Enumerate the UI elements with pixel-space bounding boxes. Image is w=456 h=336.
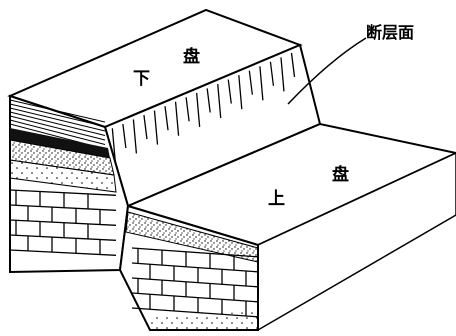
footwall-limestone-bricks [9, 189, 117, 256]
fault-plane-hachures [111, 52, 296, 163]
fault-hachure [174, 101, 180, 136]
sandstone-layer-lower [9, 159, 117, 193]
footwall-brick-course [9, 189, 117, 196]
fault-hachure [122, 123, 127, 148]
thin-stratum-line [9, 107, 106, 132]
thin-stratum-line [9, 119, 106, 145]
fault-hachure [143, 114, 148, 140]
fault-hachure [280, 57, 285, 92]
fault-hachure [269, 61, 275, 86]
hangingwall-sandstone [125, 211, 259, 263]
hangingwall-cross-section [118, 204, 259, 331]
fault-hachure [248, 70, 253, 95]
hangingwall-brick-course [131, 277, 259, 288]
fault-hachure [185, 97, 190, 122]
fault-hachure [153, 110, 159, 145]
thin-stratum-line [9, 111, 106, 136]
fault-hachure [206, 88, 211, 113]
footwall-brick-course [9, 234, 117, 241]
hangingwall-brick-course [131, 292, 259, 303]
fault-hachure [164, 106, 169, 131]
fault-hachure [227, 79, 232, 104]
fault-hachure [290, 52, 296, 78]
fault-plane-leader-line [287, 37, 367, 105]
thin-stratum-line [9, 115, 106, 141]
hangingwall-brick-course [131, 247, 259, 258]
fault-hachure [196, 92, 201, 127]
footwall-brick-course [9, 219, 117, 226]
fault-hachure [111, 128, 116, 163]
footwall-brick-course [9, 249, 117, 256]
fault-hachure [217, 83, 222, 119]
footwall-label-pan: 盘 [183, 46, 200, 67]
hangingwall-label-pan: 盘 [332, 164, 349, 185]
footwall-cross-section [9, 94, 130, 274]
fault-hachure [132, 119, 138, 154]
fault-plane-label: 断层面 [366, 23, 414, 42]
hangingwall-label-shang: 上 [268, 189, 285, 209]
fault-hachure [238, 75, 243, 110]
thin-stratum-line [9, 103, 106, 127]
fault-hachure [259, 66, 264, 101]
hangingwall-brick-course [131, 262, 259, 273]
footwall-label-xia: 下 [133, 69, 150, 89]
hangingwall-base-layer [150, 312, 258, 330]
footwall-brick-course [9, 204, 117, 211]
coal-seam [10, 128, 110, 158]
thin-stratum-line [9, 99, 106, 123]
